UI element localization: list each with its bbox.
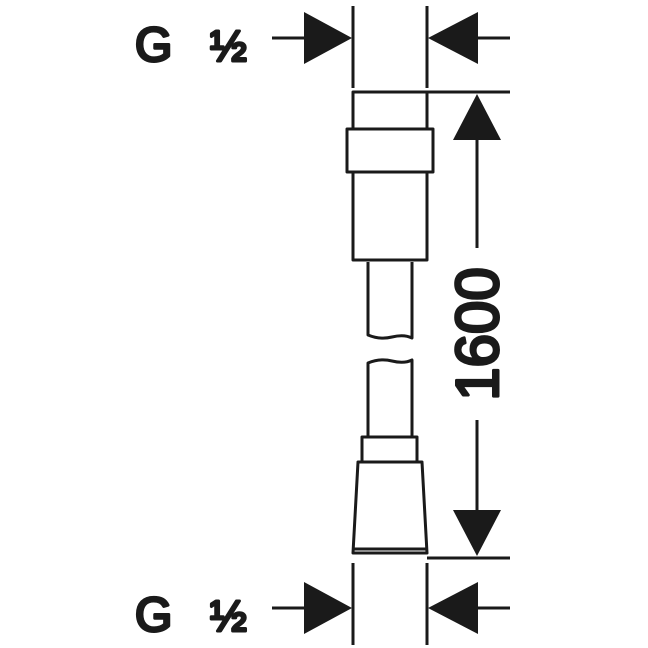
length-down-arrow-icon <box>453 510 501 556</box>
bottom-thread-size: ½ <box>210 592 247 641</box>
bottom-right-arrow-icon <box>428 582 478 634</box>
top-width-dimension <box>272 6 510 88</box>
top-left-arrow-icon <box>304 12 352 64</box>
length-up-arrow-icon <box>453 94 501 140</box>
length-value: 1600 <box>444 267 511 400</box>
hose-lower-segment <box>366 358 414 437</box>
top-right-arrow-icon <box>428 12 478 64</box>
hose-upper-segment <box>366 262 414 340</box>
length-dimension <box>427 90 510 560</box>
lower-fitting <box>351 435 429 555</box>
upper-fitting <box>345 90 435 262</box>
top-thread-size: ½ <box>210 22 247 71</box>
top-thread-letter: G <box>135 19 172 72</box>
bottom-width-dimension <box>272 563 510 645</box>
bottom-left-arrow-icon <box>304 582 352 634</box>
bottom-thread-letter: G <box>135 589 172 642</box>
